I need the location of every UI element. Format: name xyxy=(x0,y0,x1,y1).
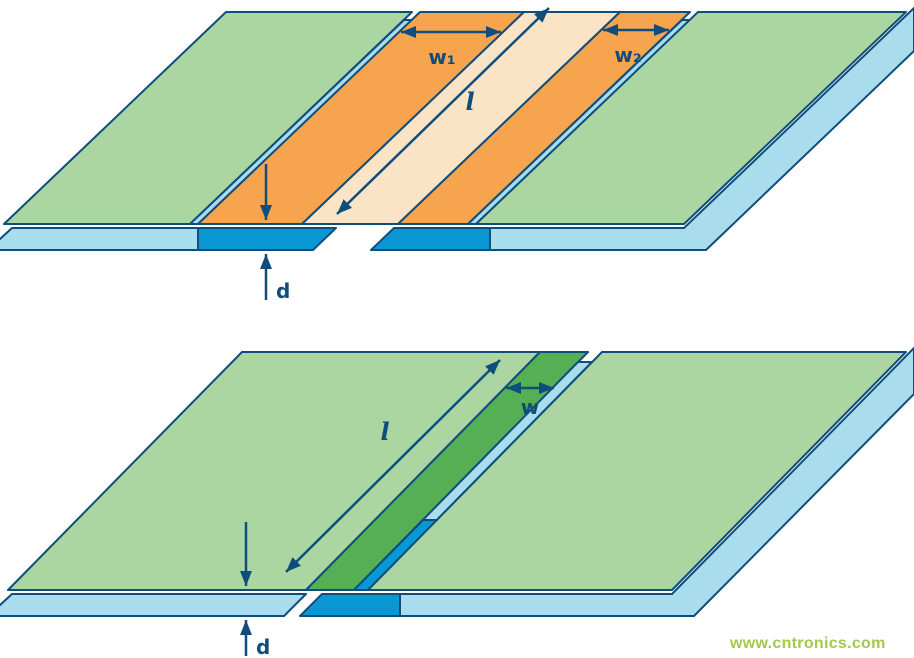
top-substrate-band-right xyxy=(489,7,914,251)
w2-label: w₂ xyxy=(614,43,641,67)
bottom-ground-plane-right xyxy=(367,351,907,591)
top-figure: w₁ w₂ l d xyxy=(0,7,914,303)
top-substrate-band-blue-right xyxy=(370,227,491,251)
bottom-figure: l w d xyxy=(0,347,914,658)
bottom-thickness-label: d xyxy=(256,635,270,658)
bottom-length-dimension-arrow xyxy=(285,359,501,573)
watermark-text: www.cntronics.com xyxy=(729,635,886,652)
top-length-label: l xyxy=(465,87,474,116)
bottom-substrate-band-left xyxy=(0,593,307,617)
top-substrate-band-blue-left xyxy=(197,227,337,251)
top-length-dimension-arrow xyxy=(336,7,550,215)
bottom-length-label: l xyxy=(380,417,389,446)
top-substrate-band-left xyxy=(0,227,199,251)
w-label: w xyxy=(521,395,539,419)
top-ground-plane-right xyxy=(475,11,907,225)
w1-label: w₁ xyxy=(428,45,455,69)
bottom-substrate-band-right xyxy=(399,347,914,617)
top-thickness-label: d xyxy=(276,279,290,303)
bottom-substrate-band-blue xyxy=(299,593,401,617)
